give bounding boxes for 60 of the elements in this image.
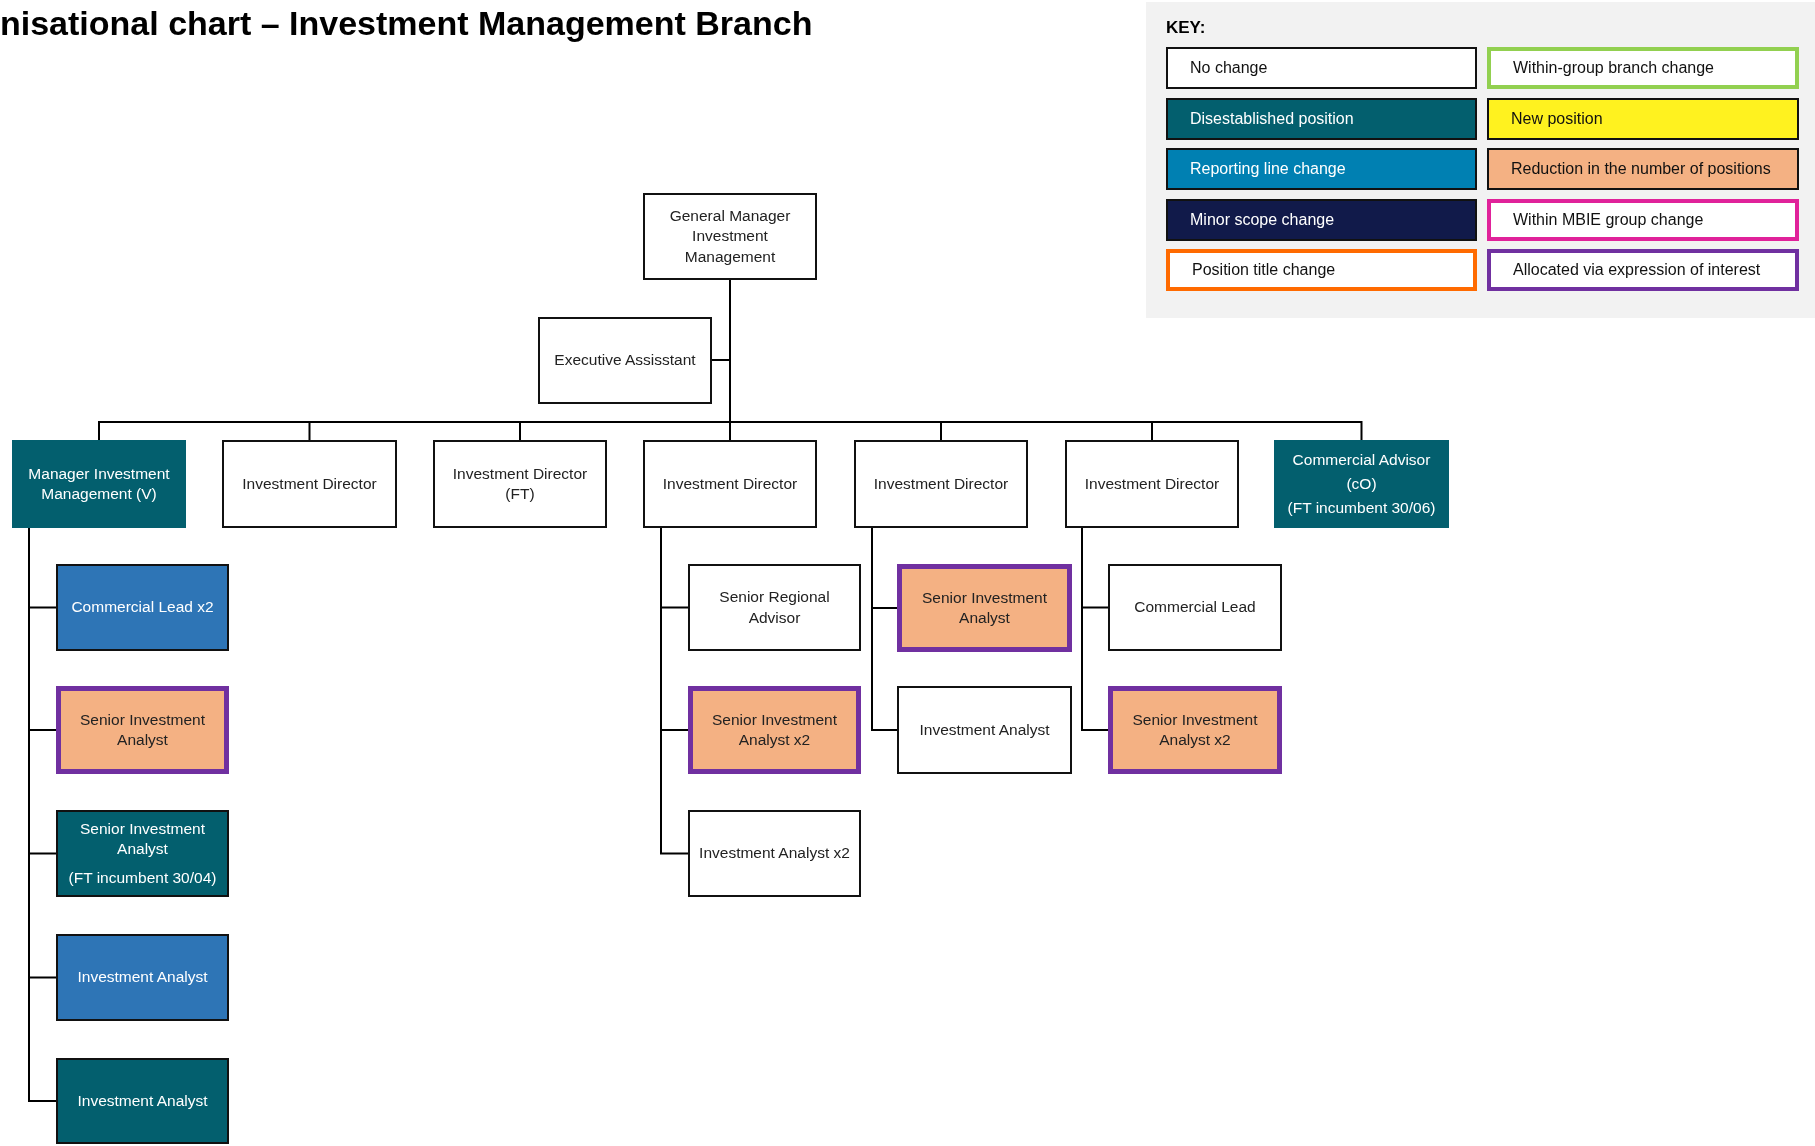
position-title: Senior Investment Analyst (79, 709, 206, 750)
key-label: Reduction in the number of positions (1511, 160, 1771, 178)
position-title: Investment Director (873, 473, 1009, 494)
position-box (1065, 440, 1239, 528)
position-title: Commercial Advisor (1292, 449, 1431, 470)
position-title: Senior Investment Analyst (79, 819, 206, 860)
position-title: (FT incumbent 30/06) (1287, 498, 1436, 519)
key-label: Allocated via expression of interest (1513, 261, 1761, 279)
position-title: Investment Analyst x2 (699, 843, 850, 864)
position-title: Investment Director (662, 473, 798, 494)
key-heading: KEY: (1166, 18, 1206, 38)
position-title: Investment Analyst (77, 1090, 208, 1111)
key-label: New position (1511, 110, 1603, 128)
key-label: Within MBIE group change (1513, 211, 1704, 229)
key-label: Reporting line change (1190, 160, 1346, 178)
position-box (688, 564, 861, 651)
position-box (538, 317, 712, 404)
position-title: Senior Investment Analyst x2 (711, 709, 838, 750)
position-title: (cO) (1346, 473, 1377, 494)
connector-line (1081, 527, 1109, 731)
position-box (688, 686, 861, 774)
position-title: Investment Analyst (919, 719, 1050, 740)
key-label: Within-group branch change (1513, 59, 1714, 77)
key-label: Minor scope change (1190, 211, 1335, 229)
chart-title: nisational chart – Investment Management Branch (0, 4, 813, 43)
position-box (56, 1058, 229, 1144)
key-label: Disestablished position (1190, 110, 1354, 128)
position-title: Investment Director (1084, 473, 1220, 494)
position-box (1274, 440, 1449, 528)
position-box (1108, 564, 1282, 651)
connector-line (871, 527, 898, 731)
position-title: Commercial Lead x2 (71, 597, 214, 618)
position-title: Commercial Lead (1134, 597, 1256, 618)
position-box (56, 686, 229, 774)
position-title: Investment Director (242, 473, 377, 494)
key-label: No change (1190, 59, 1268, 77)
position-box (222, 440, 397, 528)
position-box (433, 440, 607, 528)
position-title: General Manager Investment Management (668, 206, 792, 267)
position-box (1108, 686, 1282, 774)
position-title: Investment Director (FT) (451, 463, 589, 504)
position-box (643, 440, 817, 528)
position-box (854, 440, 1028, 528)
position-title: Senior Investment Analyst x2 (1131, 709, 1259, 750)
position-box (897, 564, 1072, 652)
position-box (56, 934, 229, 1021)
position-box (56, 564, 229, 651)
position-title: Manager Investment Management (V) (27, 463, 171, 504)
position-title: Executive Assisstant (554, 350, 696, 371)
position-title: Investment Analyst (77, 967, 208, 988)
key-label: Position title change (1192, 261, 1336, 279)
connector-line (660, 527, 689, 855)
position-box (643, 193, 817, 280)
position-box (56, 810, 229, 897)
position-title: (FT incumbent 30/04) (68, 867, 217, 888)
position-box (12, 440, 186, 528)
position-title: Senior Investment Analyst (921, 587, 1048, 628)
position-title: Senior Regional Advisor (718, 587, 831, 628)
position-box (897, 686, 1072, 774)
position-box (688, 810, 861, 897)
